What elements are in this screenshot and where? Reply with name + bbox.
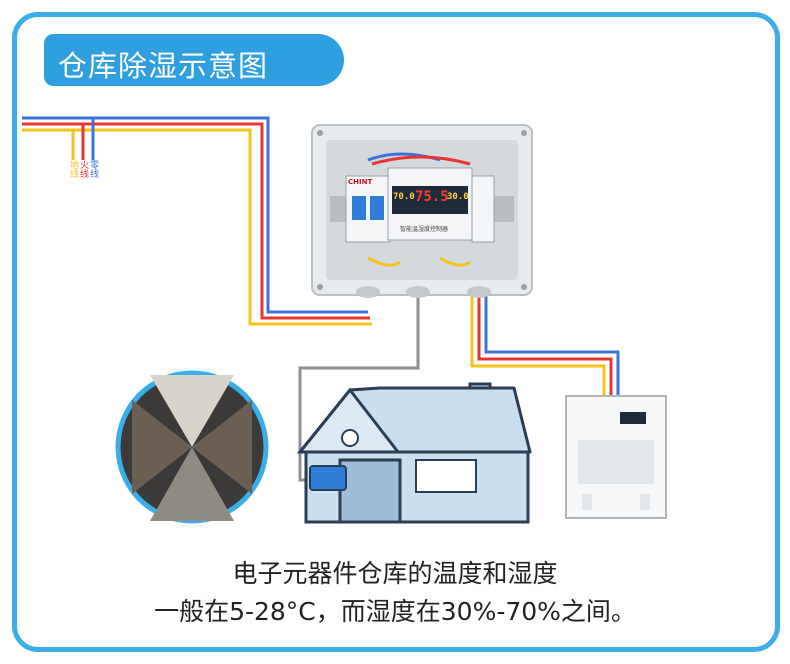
warehouse-photo (115, 370, 269, 524)
dehumidifier-unit (565, 395, 667, 519)
caption-line-2: 一般在5-28°C，而湿度在30%-70%之间。 (154, 597, 636, 626)
breaker-brand: CHINT (348, 178, 373, 186)
title-banner (44, 34, 344, 86)
display-right: 30.0 (447, 192, 469, 202)
sensor-cable (298, 298, 420, 482)
diagram-title: 仓库除湿示意图 (58, 49, 269, 83)
control-box (311, 124, 533, 298)
diagram-frame (12, 12, 780, 652)
warehouse-house (296, 382, 532, 524)
ground-wire-label: 地线 (68, 160, 78, 178)
display-center: 75.5 (415, 189, 449, 205)
display-left: 70.0 (393, 192, 415, 202)
caption-line-1: 电子元器件仓库的温度和湿度 (232, 559, 558, 588)
controller-panel-label: 智能温湿度控制器 (400, 226, 449, 233)
neutral-wire-label: 零线 (88, 160, 98, 178)
live-wire-label: 火线 (78, 160, 88, 178)
dehumidifier-wires (470, 296, 620, 398)
incoming-wires (22, 116, 372, 326)
